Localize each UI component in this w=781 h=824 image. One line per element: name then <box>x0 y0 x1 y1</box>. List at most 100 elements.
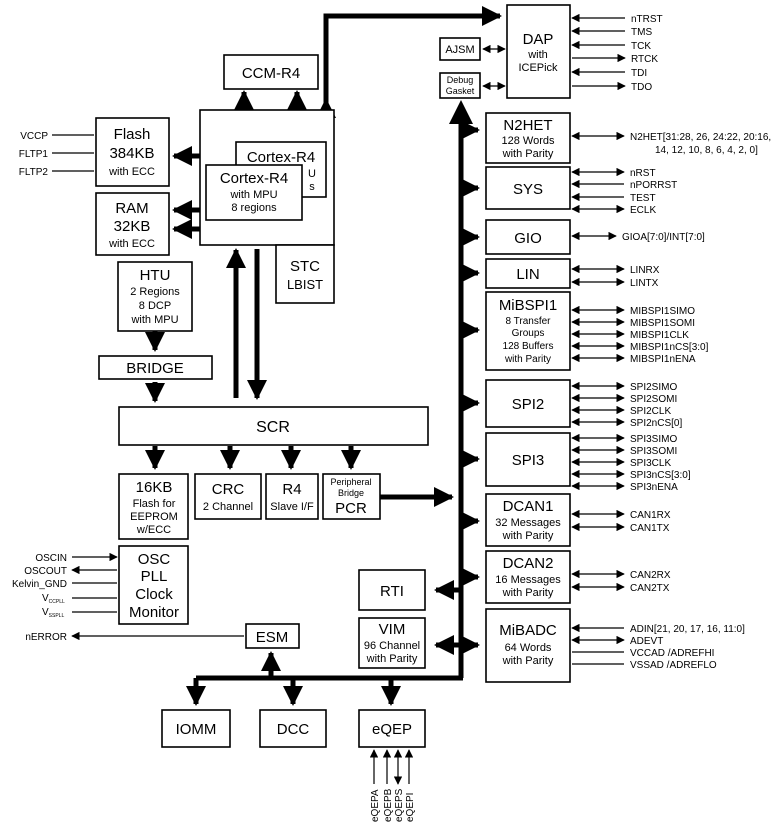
sig-eqepb: eQEPB <box>383 788 394 822</box>
mibspi1-signals: MIBSPI1SIMO MIBSPI1SOMI MIBSPI1CLK MIBSP… <box>571 305 709 365</box>
ram-title: RAM <box>115 200 148 217</box>
crc-block: CRC 2 Channel <box>194 473 262 520</box>
sig-rtck: RTCK <box>631 54 658 65</box>
bridge-block: BRIDGE <box>98 355 213 380</box>
sig-eclk: ECLK <box>630 205 656 216</box>
sig-kelvin-gnd: Kelvin_GND <box>12 579 67 590</box>
eeprom-title: 16KB <box>136 479 173 496</box>
mibspi1-line3: 128 Buffers <box>503 341 554 352</box>
eeprom-block: 16KB Flash for EEPROM w/ECC <box>118 473 189 540</box>
lin-title: LIN <box>516 266 539 283</box>
scr-title: SCR <box>256 419 290 436</box>
sig-spi3simo: SPI3SIMO <box>630 434 677 445</box>
gio-title: GIO <box>514 230 542 247</box>
vim-line2: with Parity <box>366 653 418 665</box>
dcan2-block: DCAN2 16 Messages with Parity <box>485 550 571 604</box>
sig-mibspi1nena: MIBSPI1nENA <box>630 354 696 365</box>
dcan1-line2: with Parity <box>502 530 554 542</box>
dcc-title: DCC <box>277 721 310 738</box>
sig-can2tx: CAN2TX <box>630 583 670 594</box>
ajsm-block: AJSM <box>439 37 506 61</box>
eqep-title: eQEP <box>372 721 412 738</box>
crc-title: CRC <box>212 481 245 498</box>
sig-fltp2: FLTP2 <box>19 167 49 178</box>
spi2-block: SPI2 <box>485 379 571 428</box>
mibadc-signals: ADIN[21, 20, 17, 16, 11:0] ADEVT VCCAD /… <box>571 623 745 671</box>
sig-vccp: VCCP <box>20 131 48 142</box>
pcr-block: Peripheral Bridge PCR <box>322 473 381 520</box>
mibspi1-title: MiBSPI1 <box>499 297 557 314</box>
esm-block: ESM <box>245 623 300 649</box>
sig-tdi: TDI <box>631 68 647 79</box>
eeprom-line2: EEPROM <box>130 511 178 523</box>
sig-mibspi1somi: MIBSPI1SOMI <box>630 318 695 329</box>
mibadc-block: MiBADC 64 Words with Parity <box>485 608 571 683</box>
sig-mibspi1simo: MIBSPI1SIMO <box>630 306 695 317</box>
r4-slave-line1: Slave I/F <box>270 501 314 513</box>
rti-title: RTI <box>380 583 404 600</box>
spi2-title: SPI2 <box>512 396 545 413</box>
spi2-signals: SPI2SIMO SPI2SOMI SPI2CLK SPI2nCS[0] <box>571 381 682 429</box>
debug-gasket-line1: Debug <box>447 75 474 85</box>
mibspi1-block: MiBSPI1 8 Transfer Groups 128 Buffers wi… <box>485 291 571 371</box>
dcc-block: DCC <box>259 709 327 748</box>
n2het-block: N2HET 128 Words with Parity <box>485 112 571 164</box>
stc-line1: LBIST <box>287 277 323 292</box>
scr-block: SCR <box>118 406 429 446</box>
htu-line3: with MPU <box>130 314 178 326</box>
pcr-line2: Bridge <box>338 488 364 498</box>
eeprom-line1: Flash for <box>133 498 176 510</box>
sig-tdo: TDO <box>631 82 652 93</box>
sig-n2het-1: N2HET[31:28, 26, 24:22, 20:16, <box>630 132 771 143</box>
peripheral-bus <box>186 100 480 706</box>
flash-line2: with ECC <box>108 166 155 178</box>
sig-tms: TMS <box>631 27 652 38</box>
lin-block: LIN <box>485 258 571 289</box>
cortex-front-title: Cortex-R4 <box>220 170 288 187</box>
n2het-title: N2HET <box>503 117 552 134</box>
n2het-line2: with Parity <box>502 148 554 160</box>
dap-title: DAP <box>523 31 554 48</box>
sig-can2rx: CAN2RX <box>630 570 671 581</box>
debug-gasket-line2: Gasket <box>446 86 475 96</box>
ccm-block: CCM-R4 <box>223 54 319 90</box>
vim-block: VIM 96 Channel with Parity <box>358 617 426 669</box>
spi3-title: SPI3 <box>512 452 545 469</box>
sig-vssad: VSSAD /ADREFLO <box>630 660 717 671</box>
sig-mibspi1ncs: MIBSPI1nCS[3:0] <box>630 342 709 353</box>
eqep-block: eQEP <box>358 709 426 748</box>
stc-block: STC LBIST <box>275 244 335 304</box>
ram-block: RAM 32KB with ECC <box>95 192 170 256</box>
dcan1-title: DCAN1 <box>503 498 554 515</box>
n2het-signals: N2HET[31:28, 26, 24:22, 20:16, 14, 12, 1… <box>571 131 771 156</box>
cortex-back-title: Cortex-R4 <box>247 149 315 166</box>
htu-line2: 8 DCP <box>139 300 171 312</box>
n2het-line1: 128 Words <box>502 135 555 147</box>
ram-line1: 32KB <box>114 218 151 235</box>
sig-n2het-2: 14, 12, 10, 8, 6, 4, 2, 0] <box>655 145 758 156</box>
dap-signals: nTRST TMS TCK RTCK TDI TDO <box>571 13 663 93</box>
dap-line2: ICEPick <box>518 62 558 74</box>
sig-spi3nena: SPI3nENA <box>630 482 678 493</box>
sig-spi2somi: SPI2SOMI <box>630 394 677 405</box>
osc-line3: Clock <box>135 586 173 603</box>
sig-vsspll: VSSPLL <box>42 607 64 619</box>
iomm-title: IOMM <box>176 721 217 738</box>
debug-gasket-block: Debug Gasket <box>439 72 506 99</box>
vim-line1: 96 Channel <box>364 640 420 652</box>
spi3-signals: SPI3SIMO SPI3SOMI SPI3CLK SPI3nCS[3:0] S… <box>571 433 691 493</box>
sig-oscin: OSCIN <box>35 553 67 564</box>
sig-tck: TCK <box>631 41 651 52</box>
sig-spi3somi: SPI3SOMI <box>630 446 677 457</box>
sig-vccad: VCCAD /ADREFHI <box>630 648 714 659</box>
sig-nerror: nERROR <box>25 632 67 643</box>
sys-title: SYS <box>513 181 543 198</box>
spi3-block: SPI3 <box>485 432 571 487</box>
cortex-front-line2: 8 regions <box>231 202 277 214</box>
dcan1-line1: 32 Messages <box>495 517 561 529</box>
sig-eqepa: eQEPA <box>370 789 381 822</box>
osc-line4: Monitor <box>129 604 179 621</box>
sig-adin: ADIN[21, 20, 17, 16, 11:0] <box>630 624 745 635</box>
osc-signals: OSCIN OSCOUT Kelvin_GND VCCPLL VSSPLL <box>12 552 118 619</box>
